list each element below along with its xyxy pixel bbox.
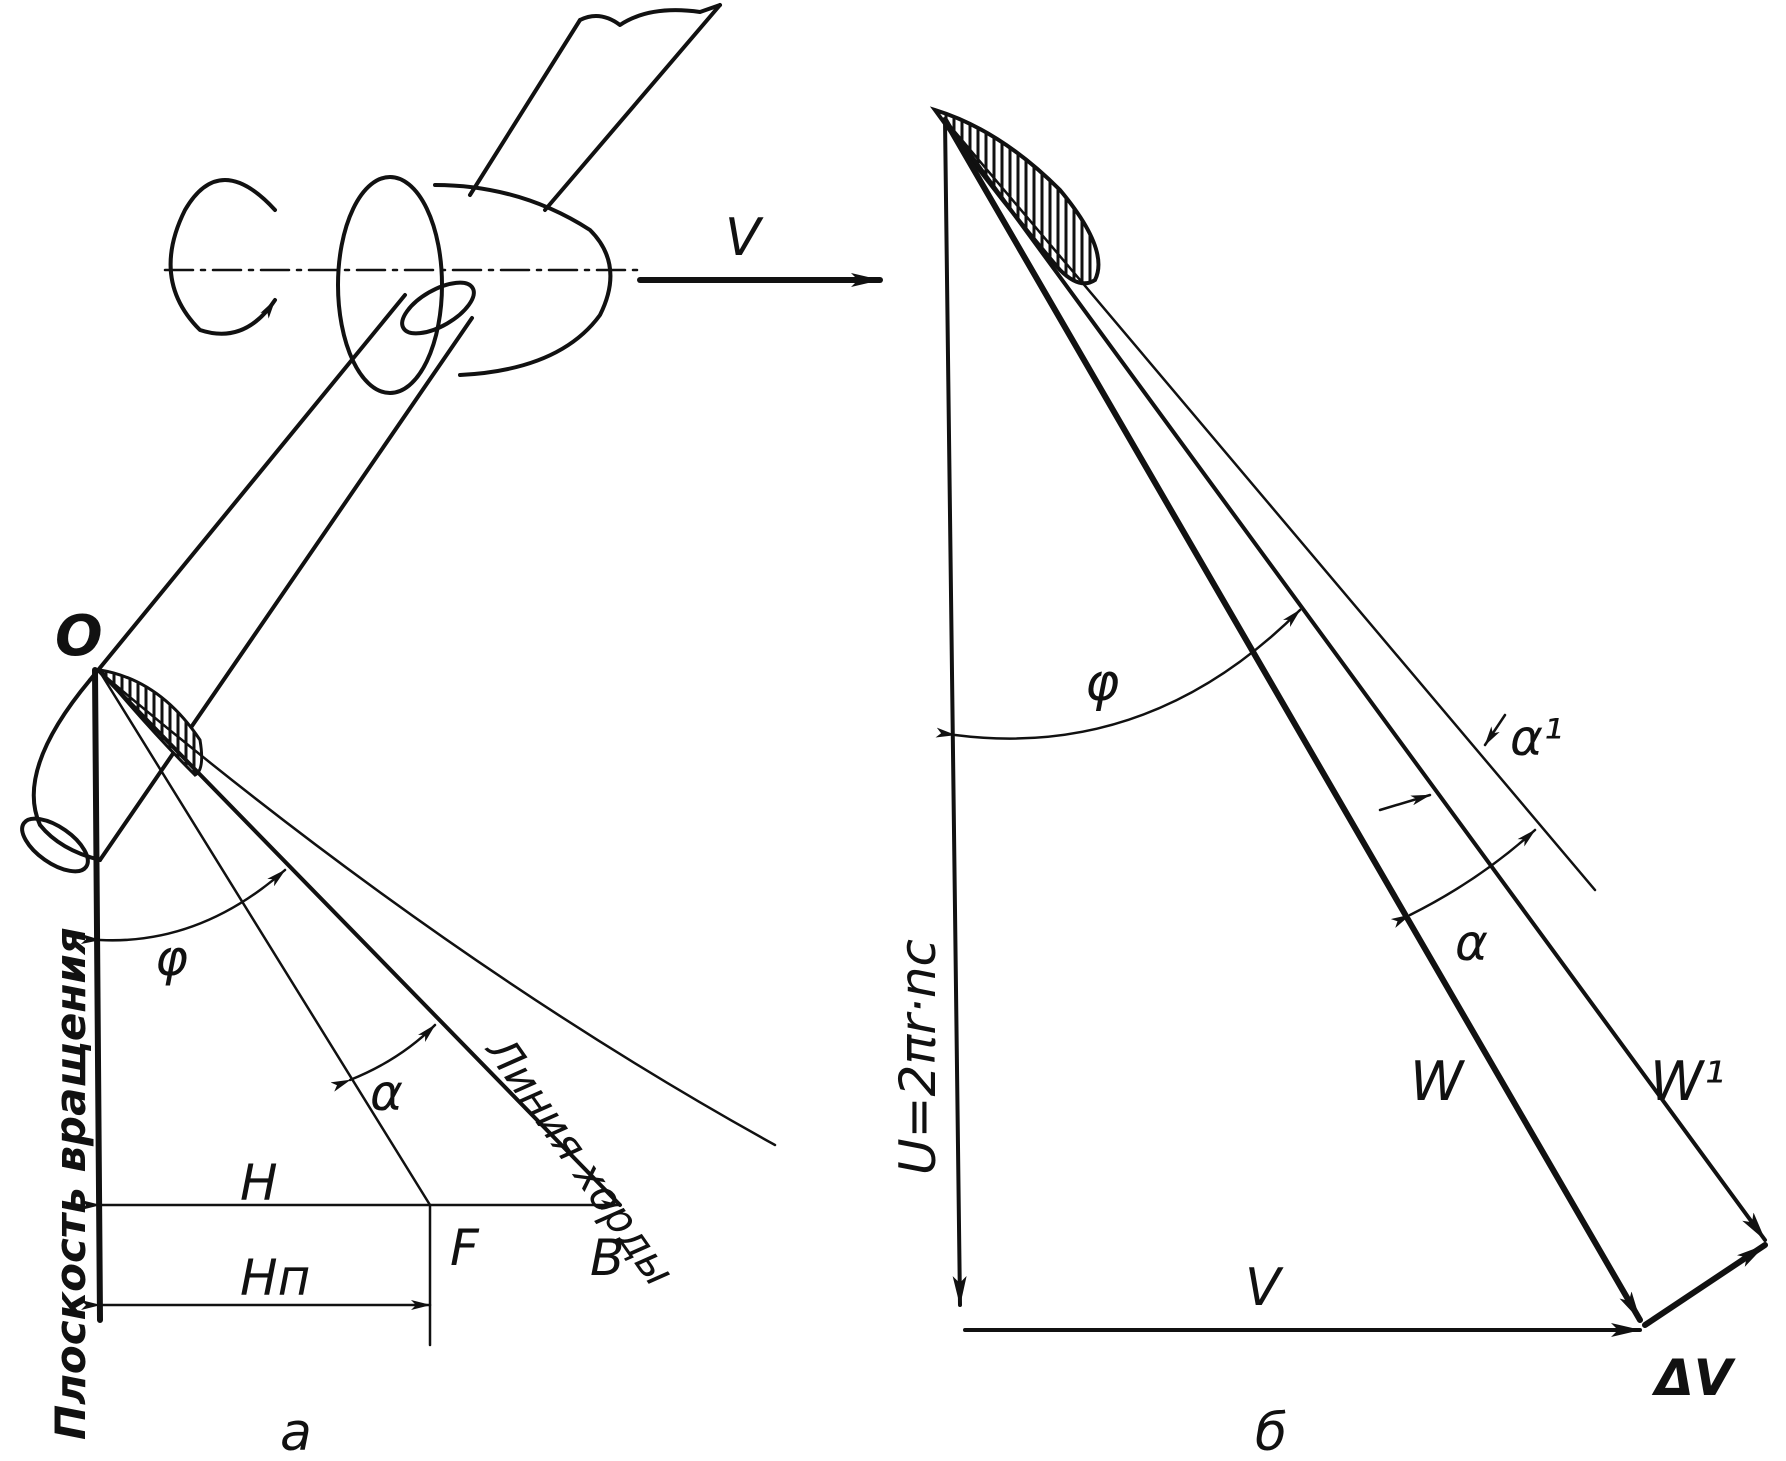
phi-label-b: φ: [1085, 653, 1119, 713]
alpha1-arrow-outer: [1483, 713, 1507, 747]
H-label: H: [240, 1154, 278, 1212]
point-B-label: B: [590, 1229, 624, 1287]
dV-vector: [1642, 1242, 1768, 1328]
U-label: U=2πr·nc: [889, 939, 947, 1175]
chord-line-b: [943, 118, 1597, 892]
hub: [336, 175, 613, 395]
figure-b: U=2πr·nc V W W¹ ΔV φ α α¹ б: [889, 106, 1768, 1461]
point-F-label: F: [450, 1219, 480, 1277]
phi-label-a: φ: [155, 929, 188, 987]
chord-line-OB: [98, 670, 622, 1207]
caption-a: а: [280, 1403, 312, 1461]
figure-a: V O H Hп F B φ α: [20, 3, 883, 1461]
rotation-plane-line: [92, 667, 103, 1323]
alpha1-label: α¹: [1510, 709, 1563, 767]
U-vector: [943, 118, 967, 1307]
alpha-label-b: α: [1455, 914, 1488, 972]
flight-v-label: V: [725, 208, 764, 268]
dV-label: ΔV: [1651, 1349, 1736, 1407]
W1-vector: [943, 118, 1767, 1242]
alpha1-arrow-inner: [1378, 793, 1432, 812]
phi-arc-a: [80, 868, 287, 945]
caption-b: б: [1255, 1403, 1287, 1461]
chord-line-label: Линия хорды: [476, 1026, 685, 1295]
W1-label: W¹: [1650, 1050, 1725, 1113]
point-O-label: O: [55, 604, 103, 669]
blade-path-curve: [98, 670, 777, 1147]
rotation-arrow-icon: [168, 178, 277, 336]
alpha-arc-b: [1390, 828, 1537, 928]
Hn-label: Hп: [240, 1249, 310, 1307]
phi-arc-b: [935, 608, 1302, 740]
V-label-b: V: [1245, 1258, 1284, 1318]
alpha-arc-a: [330, 1023, 437, 1092]
W-label: W: [1410, 1050, 1466, 1113]
upper-blade: [468, 3, 722, 212]
rotation-plane-label: Плоскость вращения: [46, 927, 95, 1440]
main-blade: [20, 280, 476, 874]
alpha-label-a: α: [370, 1064, 403, 1122]
